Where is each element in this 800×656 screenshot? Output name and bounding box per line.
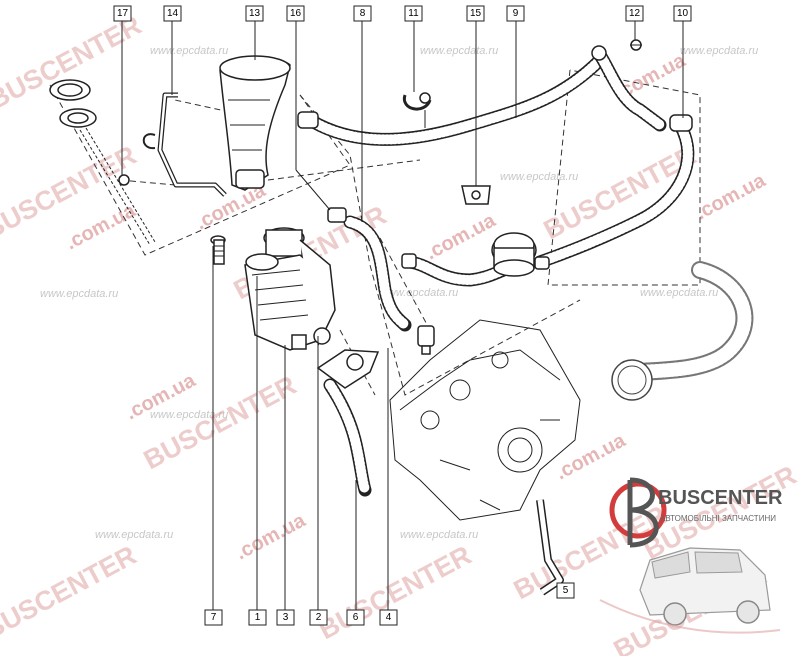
grommet-15 xyxy=(461,185,491,205)
callout-14: 14 xyxy=(163,5,182,22)
gasket-2 xyxy=(316,349,380,389)
callout-6: 6 xyxy=(346,609,365,626)
callout-8: 8 xyxy=(353,5,372,22)
domain-watermark: .com.ua xyxy=(552,429,630,484)
hose-10 xyxy=(533,45,695,269)
domain-watermark: .com.ua xyxy=(692,169,770,224)
callout-label: 16 xyxy=(290,8,302,19)
callout-label: 8 xyxy=(360,8,366,19)
van-icon xyxy=(599,547,781,634)
callout-label: 13 xyxy=(249,8,261,19)
hose-8 xyxy=(327,207,412,332)
callout-5: 5 xyxy=(556,582,575,599)
callout-17: 17 xyxy=(113,5,132,22)
epc-watermark: www.epcdata.ru xyxy=(40,288,118,300)
callout-label: 12 xyxy=(629,8,641,19)
callout-label: 7 xyxy=(211,612,217,623)
callout-4: 4 xyxy=(379,609,398,626)
logo-subtitle: АВТОМОБІЛЬНІ ЗАПЧАСТИНИ xyxy=(660,514,776,523)
sensor-4 xyxy=(417,325,435,355)
oil-filter-housing xyxy=(244,227,336,351)
epc-watermark: www.epcdata.ru xyxy=(95,529,173,541)
callout-10: 10 xyxy=(673,5,692,22)
oil-filler-dipstick xyxy=(49,79,156,246)
callout-label: 2 xyxy=(316,612,322,623)
callout-label: 11 xyxy=(408,8,419,19)
callout-1: 1 xyxy=(248,609,267,626)
domain-watermark: .com.ua xyxy=(232,509,310,564)
hose-9 xyxy=(297,53,607,146)
clip-12 xyxy=(630,39,642,51)
engine-block xyxy=(389,319,581,521)
callout-label: 10 xyxy=(677,8,689,19)
epc-watermark: www.epcdata.ru xyxy=(680,45,758,57)
callout-label: 17 xyxy=(117,8,129,19)
oil-separator-13 xyxy=(219,55,291,191)
callout-label: 15 xyxy=(470,8,482,19)
epc-watermark: www.epcdata.ru xyxy=(420,45,498,57)
callout-label: 5 xyxy=(563,585,569,596)
callout-16: 16 xyxy=(286,5,305,22)
intake-hose xyxy=(611,261,754,401)
brand-watermark: BUSCENTER xyxy=(0,540,141,645)
epc-watermark: www.epcdata.ru xyxy=(150,409,228,421)
callout-label: 4 xyxy=(386,612,392,623)
callout-label: 6 xyxy=(353,612,359,623)
logo-title: BUSCENTER xyxy=(658,487,783,509)
epc-watermark: www.epcdata.ru xyxy=(150,45,228,57)
buscenter-logo: BUSCENTER АВТОМОБІЛЬНІ ЗАПЧАСТИНИ xyxy=(599,477,783,634)
callout-3: 3 xyxy=(276,609,295,626)
callout-12: 12 xyxy=(625,5,644,22)
logo-ring-icon xyxy=(609,481,667,539)
leader-lines xyxy=(121,20,684,610)
bolt-7 xyxy=(210,235,226,265)
epc-watermark: www.epcdata.ru xyxy=(640,287,718,299)
epc-watermark: www.epcdata.ru xyxy=(500,171,578,183)
breather-assembly xyxy=(401,232,550,287)
callout-label: 9 xyxy=(513,8,519,19)
callout-7: 7 xyxy=(204,609,223,626)
epc-watermark: www.epcdata.ru xyxy=(400,529,478,541)
domain-watermark: .com.ua xyxy=(62,199,140,254)
epc-watermark: www.epcdata.ru xyxy=(380,287,458,299)
callout-9: 9 xyxy=(506,5,525,22)
dipstick-tube-5 xyxy=(536,499,564,596)
logo-b-icon xyxy=(627,477,659,548)
domain-watermark: .com.ua xyxy=(422,209,500,264)
callout-15: 15 xyxy=(466,5,485,22)
clip-11 xyxy=(402,92,432,128)
bracket-14 xyxy=(118,92,227,197)
callout-13: 13 xyxy=(245,5,264,22)
callout-label: 14 xyxy=(167,8,179,19)
pipe-6 xyxy=(323,378,372,497)
callout-11: 11 xyxy=(404,5,423,22)
brand-watermark: BUSCENTER xyxy=(314,540,476,645)
callout-label: 3 xyxy=(283,612,289,623)
callout-label: 1 xyxy=(255,612,261,623)
callout-2: 2 xyxy=(309,609,328,626)
